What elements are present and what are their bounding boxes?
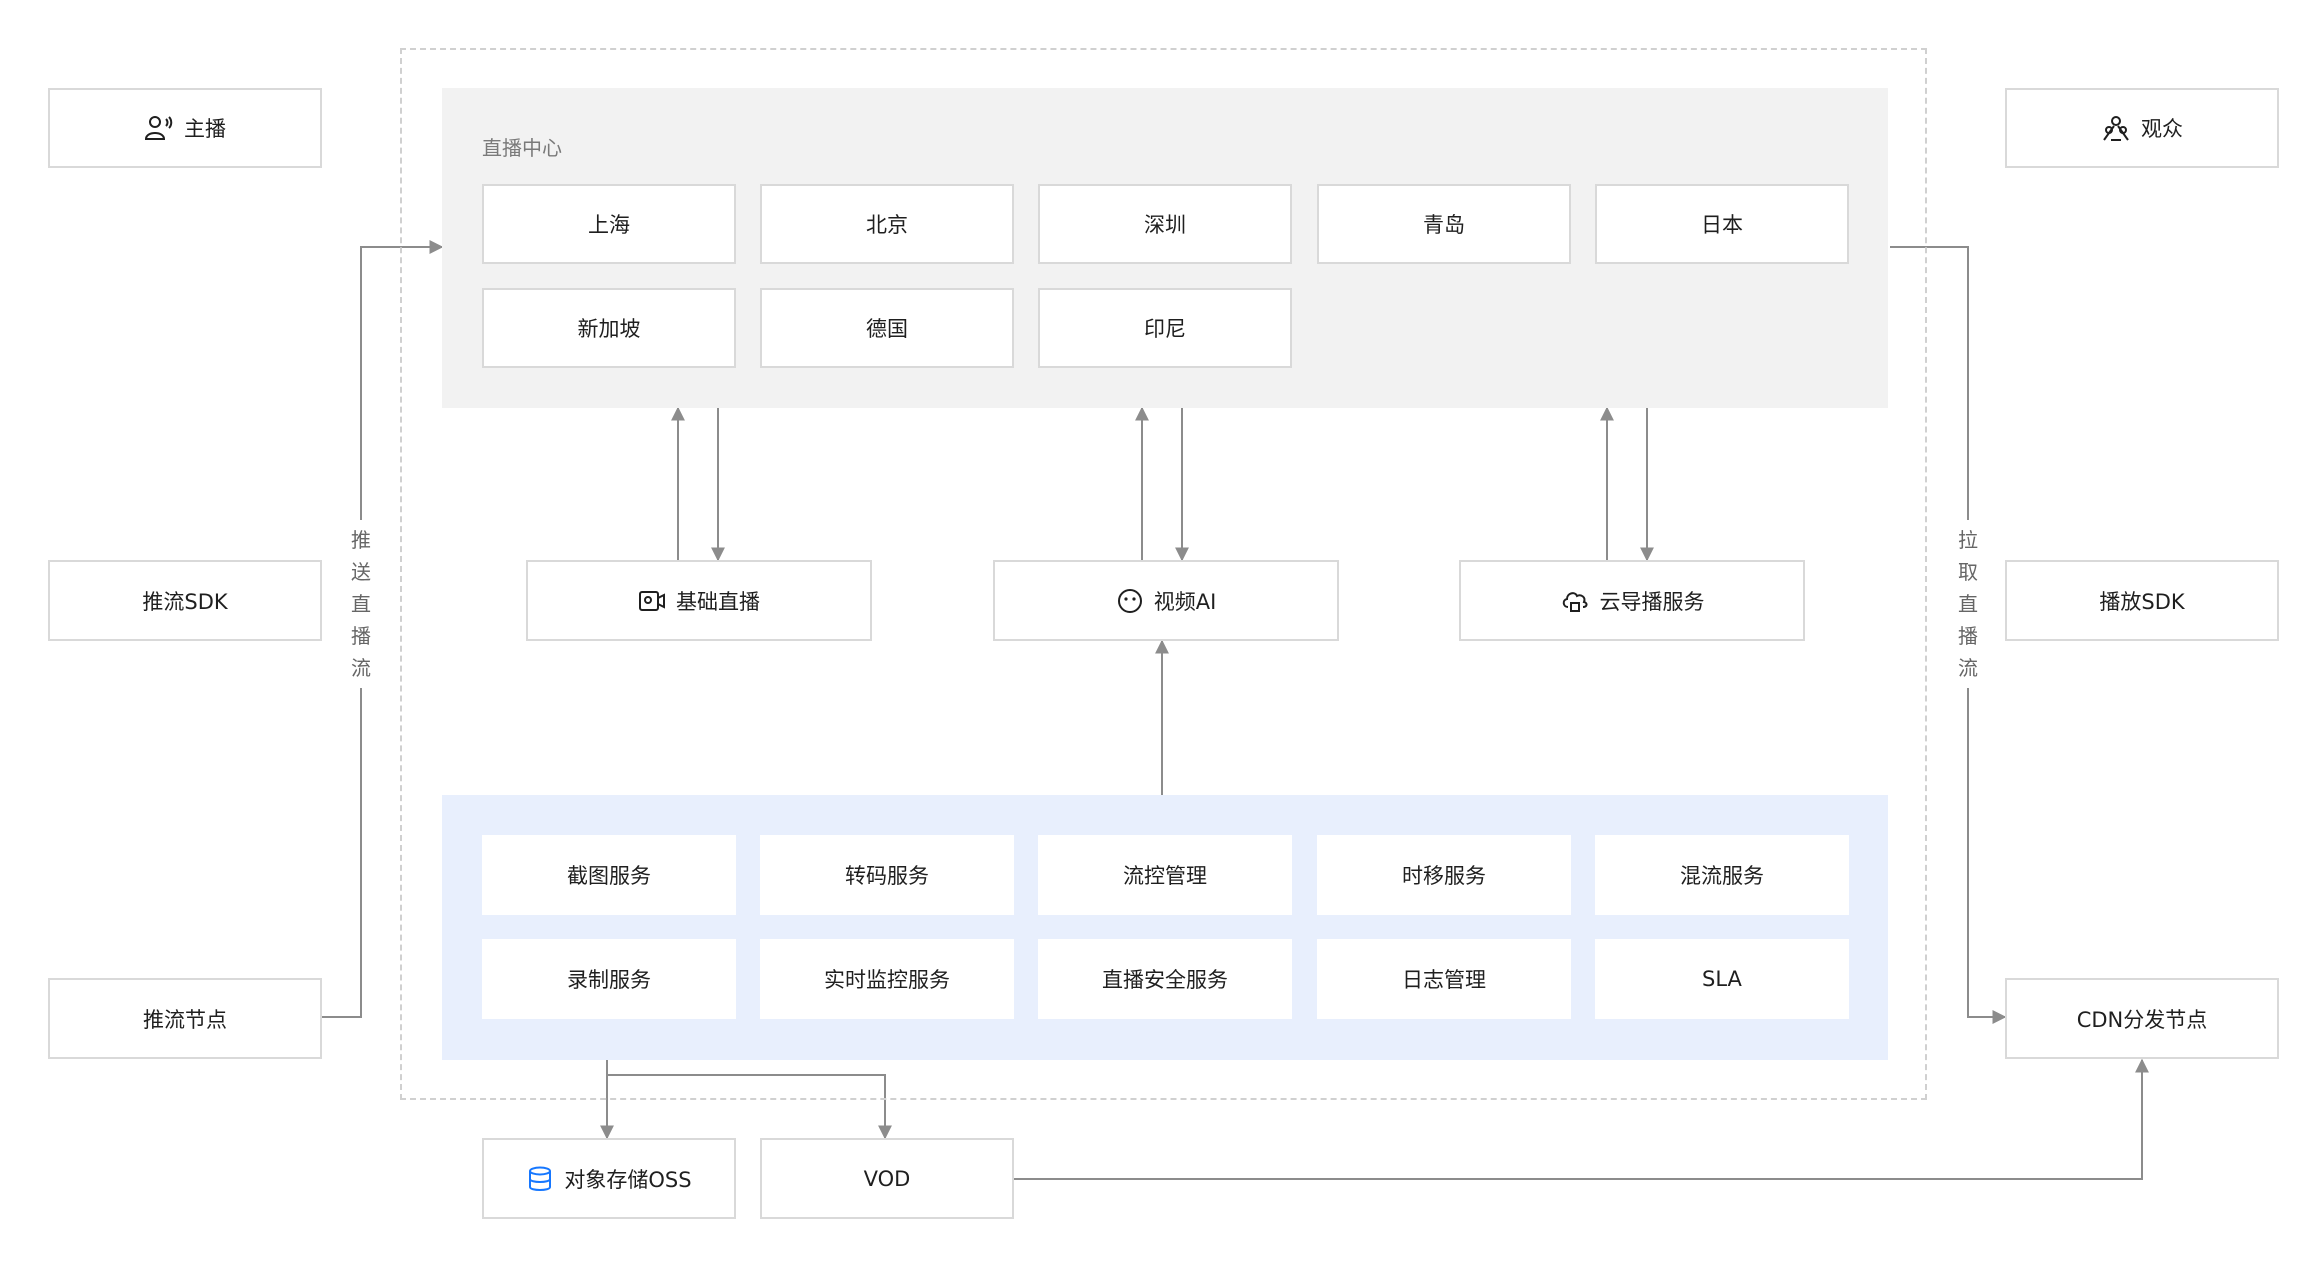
push-stream-label: 推 送 直 播 流 xyxy=(346,520,376,688)
play-sdk-box: 播放SDK xyxy=(2005,560,2279,641)
push-node-box: 推流节点 xyxy=(48,978,322,1059)
oss-label: 对象存储OSS xyxy=(564,1167,692,1192)
video-ai-box: 视频AI xyxy=(993,560,1339,641)
face-icon xyxy=(1116,587,1144,615)
anchor-label: 主播 xyxy=(184,117,226,141)
service-log: 日志管理 xyxy=(1317,939,1571,1019)
service-transcode: 转码服务 xyxy=(760,835,1014,915)
anchor-box: 主播 xyxy=(48,88,322,168)
region-shanghai: 上海 xyxy=(482,184,736,264)
storage-icon xyxy=(526,1165,554,1193)
region-shenzhen: 深圳 xyxy=(1038,184,1292,264)
arrow-record-vod xyxy=(607,1074,892,1140)
basic-live-label: 基础直播 xyxy=(676,589,760,614)
user-broadcast-icon xyxy=(144,114,174,142)
video-ai-label: 视频AI xyxy=(1153,589,1217,614)
service-monitoring: 实时监控服务 xyxy=(760,939,1014,1019)
region-indonesia: 印尼 xyxy=(1038,288,1292,368)
region-qingdao: 青岛 xyxy=(1317,184,1571,264)
region-japan: 日本 xyxy=(1595,184,1849,264)
cloud-director-label: 云导播服务 xyxy=(1599,589,1705,614)
cloud-icon xyxy=(1560,587,1590,615)
basic-live-box: 基础直播 xyxy=(526,560,872,641)
cdn-node-box: CDN分发节点 xyxy=(2005,978,2279,1059)
service-flow-control: 流控管理 xyxy=(1038,835,1292,915)
region-germany: 德国 xyxy=(760,288,1014,368)
service-mixing: 混流服务 xyxy=(1595,835,1849,915)
service-live-security: 直播安全服务 xyxy=(1038,939,1292,1019)
live-center-title: 直播中心 xyxy=(482,136,562,160)
region-beijing: 北京 xyxy=(760,184,1014,264)
platform-region xyxy=(400,48,1927,1100)
cloud-director-box: 云导播服务 xyxy=(1459,560,1805,641)
vod-box: VOD xyxy=(760,1138,1014,1219)
service-timeshift: 时移服务 xyxy=(1317,835,1571,915)
arrow-vod-cdn xyxy=(1012,1058,2149,1180)
service-screenshot: 截图服务 xyxy=(482,835,736,915)
push-sdk-box: 推流SDK xyxy=(48,560,322,641)
region-singapore: 新加坡 xyxy=(482,288,736,368)
pull-stream-label: 拉 取 直 播 流 xyxy=(1953,520,1983,688)
oss-box: 对象存储OSS xyxy=(482,1138,736,1219)
audience-icon xyxy=(2101,114,2131,142)
camera-icon xyxy=(638,589,666,613)
audience-label: 观众 xyxy=(2141,117,2183,141)
service-sla: SLA xyxy=(1595,939,1849,1019)
audience-box: 观众 xyxy=(2005,88,2279,168)
service-recording: 录制服务 xyxy=(482,939,736,1019)
